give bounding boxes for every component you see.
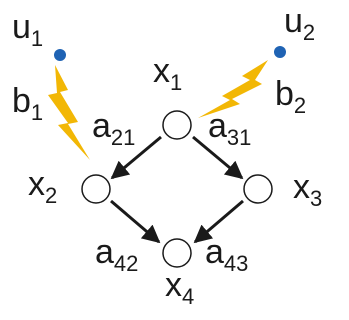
label-b2: b2 (275, 75, 306, 118)
label-a21: a21 (92, 107, 135, 150)
edge-a43-arrow (193, 199, 244, 244)
edge-a21-arrow (110, 135, 162, 180)
node-x3 (243, 174, 273, 204)
label-x3: x3 (293, 168, 322, 211)
label-a42: a42 (95, 233, 138, 276)
label-u2: u2 (284, 2, 315, 45)
node-x2 (81, 174, 111, 204)
input-dot-u1 (54, 49, 66, 61)
edge-a42-arrow (110, 199, 161, 244)
label-a43: a43 (205, 233, 248, 276)
label-b1: b1 (12, 82, 43, 125)
node-x1 (162, 110, 192, 140)
label-u1: u1 (12, 8, 43, 51)
label-a31: a31 (208, 107, 251, 150)
lightning-bolt-u2-icon (198, 60, 268, 118)
label-x2: x2 (28, 165, 57, 208)
lightning-bolt-u1-icon (48, 65, 90, 160)
input-dot-u2 (274, 46, 286, 58)
edge-a31-arrow (192, 135, 244, 180)
label-x1: x1 (153, 52, 182, 95)
node-x4 (162, 238, 192, 268)
label-x4: x4 (165, 266, 194, 309)
